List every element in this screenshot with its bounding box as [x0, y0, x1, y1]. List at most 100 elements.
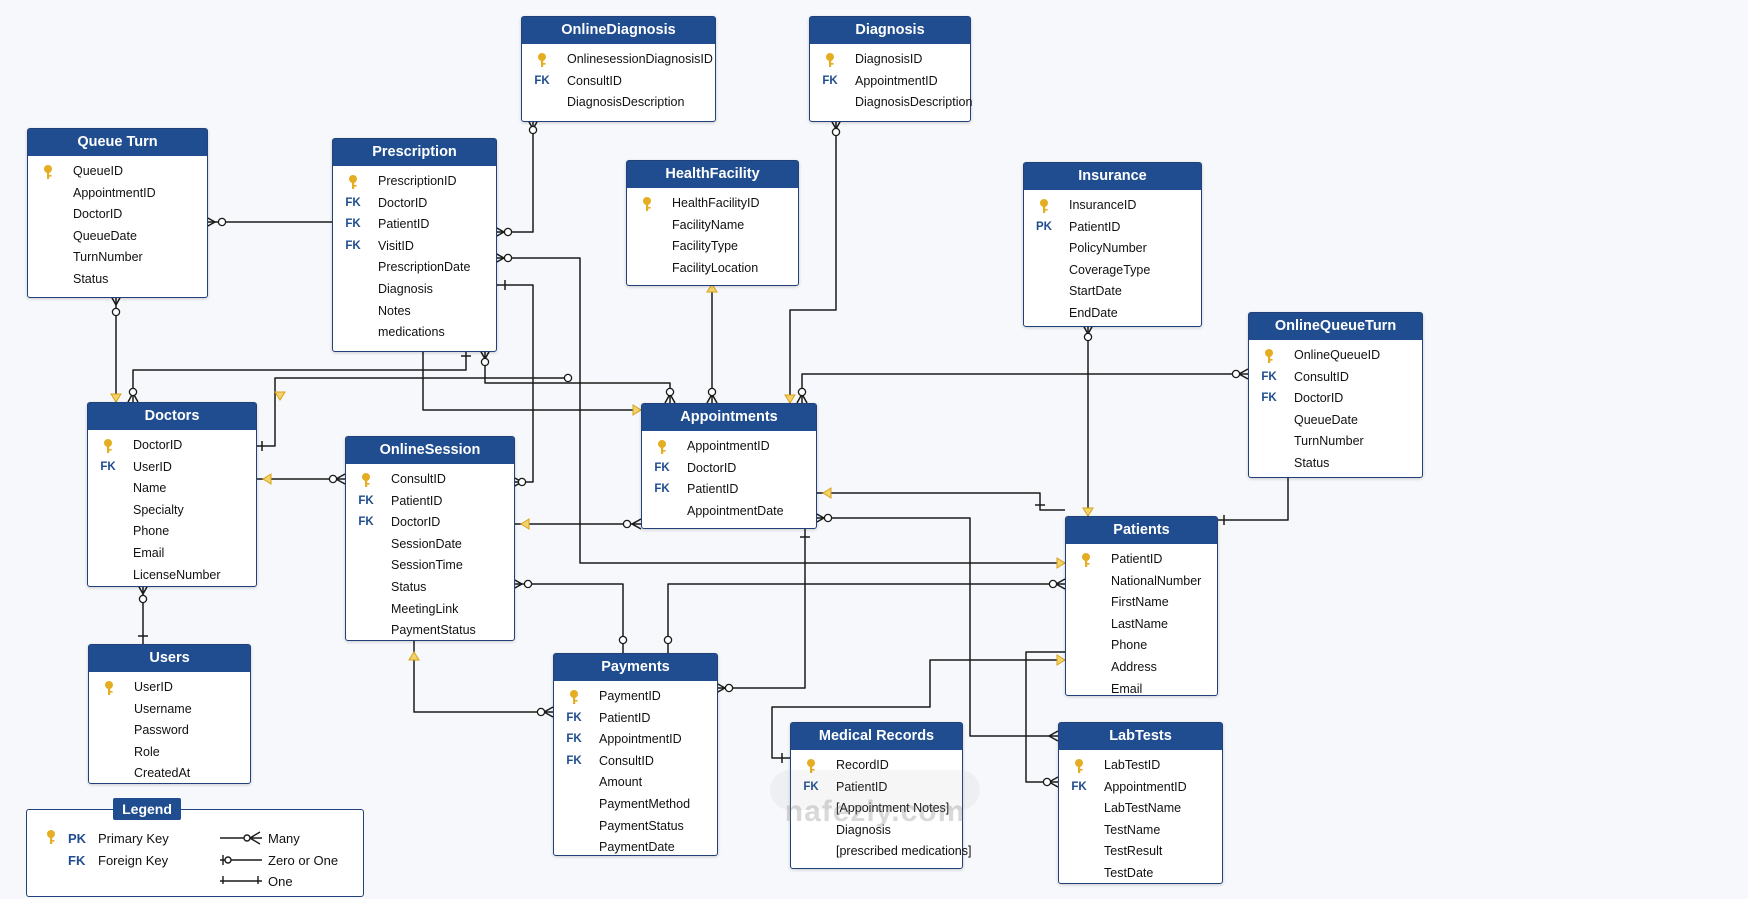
entity-title: HealthFacility — [627, 161, 798, 188]
field-row: TestResult — [1059, 841, 1222, 863]
field-row: [Appointment Notes] — [791, 798, 962, 820]
field-name: TestDate — [1104, 865, 1154, 880]
field-row: Username — [89, 699, 250, 721]
field-row: Password — [89, 720, 250, 742]
field-row: Phone — [88, 521, 256, 543]
field-row: Status — [28, 269, 207, 291]
field-name: ConsultID — [391, 472, 446, 486]
field-name: SessionDate — [391, 536, 462, 551]
relationship-line — [815, 517, 1058, 737]
field-name: CoverageType — [1069, 262, 1151, 277]
field-row: Diagnosis — [791, 820, 962, 842]
field-name: Email — [1111, 681, 1143, 696]
arrow-icon — [274, 391, 286, 401]
legend-zero-one-label: Zero or One — [268, 853, 339, 868]
watermark-logo — [770, 770, 980, 810]
field-row: Email — [88, 543, 256, 565]
field-row: SessionTime — [346, 555, 514, 577]
field-name: PatientID — [836, 779, 888, 794]
legend-symbols — [220, 831, 262, 884]
legend-many-label: Many — [268, 831, 300, 846]
field-row: LastName — [1066, 614, 1217, 636]
key-icon — [1249, 345, 1289, 367]
field-name: PaymentStatus — [391, 623, 476, 638]
arrow-icon — [262, 473, 272, 485]
field-row: RecordID — [791, 755, 962, 777]
zero-marker-icon — [536, 707, 546, 717]
field-row: PaymentStatus — [346, 620, 514, 642]
field-row: Status — [346, 577, 514, 599]
entity-title: OnlineSession — [346, 437, 514, 464]
key-label: FK — [822, 74, 838, 87]
field-name: Status — [391, 579, 427, 594]
field-row: QueueID — [28, 161, 207, 183]
field-row: Amount — [554, 772, 717, 794]
field-name: UserID — [134, 680, 173, 694]
field-name: FacilityType — [672, 239, 738, 254]
entity-title: Users — [89, 645, 250, 672]
field-name: [Appointment Notes] — [836, 801, 950, 816]
field-name: PatientID — [1069, 219, 1121, 234]
field-row: PaymentDate — [554, 837, 717, 859]
field-name: Password — [134, 723, 189, 738]
relationship-line — [667, 583, 1065, 653]
field-name: Address — [1111, 659, 1157, 674]
field-row: FirstName — [1066, 592, 1217, 614]
field-row: Name — [88, 478, 256, 500]
field-name: PrescriptionDate — [378, 260, 471, 275]
entity-title: Diagnosis — [810, 17, 970, 44]
key-label: FK — [566, 754, 582, 767]
field-name: InsuranceID — [1069, 198, 1137, 212]
field-name: Status — [73, 271, 109, 286]
field-name: Phone — [133, 524, 170, 539]
field-row: PaymentStatus — [554, 816, 717, 838]
entity-title: Appointments — [642, 404, 816, 431]
zero-marker-icon — [563, 373, 573, 383]
field-name: LicenseNumber — [133, 567, 221, 582]
field-name: PaymentMethod — [599, 796, 691, 811]
field-name: ConsultID — [599, 753, 654, 768]
field-name: Diagnosis — [836, 822, 891, 837]
arrow-icon — [1056, 557, 1066, 569]
zero-marker-icon — [138, 594, 148, 604]
field-row: CreatedAt — [89, 763, 250, 785]
key-icon — [89, 677, 129, 699]
key-label: FK — [654, 461, 670, 474]
field-row: PaymentMethod — [554, 794, 717, 816]
zero-marker-icon — [111, 307, 121, 317]
key-label: FK — [358, 494, 374, 507]
field-name: FirstName — [1111, 595, 1169, 610]
field-name: QueueDate — [1294, 412, 1358, 427]
watermark-text: nafezly.com — [784, 795, 966, 828]
field-name: Phone — [1111, 638, 1148, 653]
key-icon — [791, 755, 831, 777]
relationship-line — [484, 350, 671, 403]
key-label: FK — [1071, 780, 1087, 793]
relationship-line — [255, 377, 568, 447]
zero-marker-icon — [328, 474, 338, 484]
key-icon — [627, 193, 667, 215]
zero-marker-icon — [503, 227, 513, 237]
field-row: PrescriptionDate — [333, 257, 496, 279]
key-icon — [346, 469, 386, 491]
